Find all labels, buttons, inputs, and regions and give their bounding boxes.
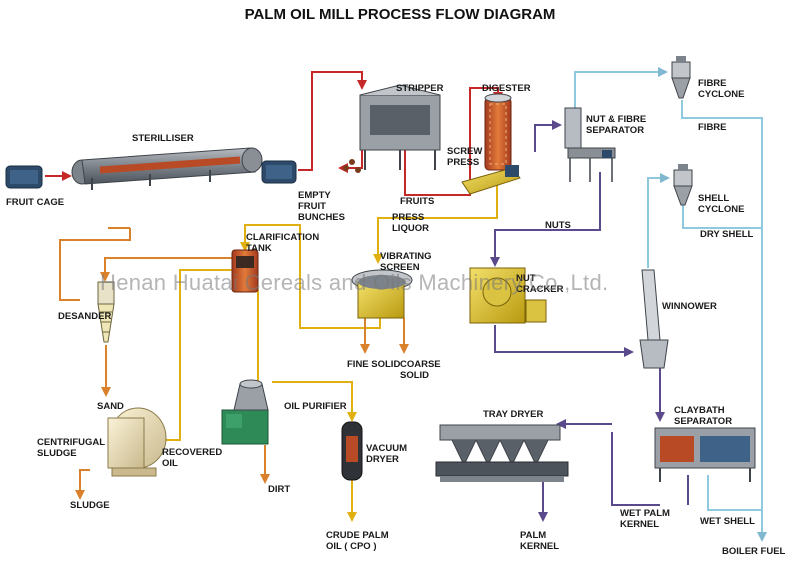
- label-fine-solid: FINE SOLID: [347, 359, 401, 370]
- label-sand: SAND: [97, 401, 124, 412]
- line-cracker-to-winnower: [494, 325, 634, 357]
- label-screw-press: SCREW PRESS: [447, 146, 483, 168]
- label-palm-kernel: PALM KERNEL: [520, 530, 560, 552]
- label-crude-palm-oil: CRUDE PALM OIL ( CPO ): [326, 530, 389, 552]
- shell-cyclone-icon: [673, 164, 693, 206]
- cage-at-sterilliser-exit-icon: [261, 160, 297, 184]
- line-screen-to-clarifier: [240, 224, 381, 329]
- line-clarifier-to-purifier: [252, 290, 262, 394]
- line-winnower-to-shell-cyclone: [647, 173, 670, 268]
- line-sterilliser-to-stripper: [298, 71, 367, 171]
- label-winnower: WINNOWER: [662, 301, 717, 312]
- line-nuts-down: [490, 172, 601, 267]
- digester-icon: [484, 93, 512, 171]
- nut-cracker-icon: [469, 267, 547, 324]
- winnower-icon: [639, 269, 669, 369]
- label-nuts: NUTS: [545, 220, 571, 231]
- line-claybath-to-tray: [611, 432, 660, 506]
- label-press-liquor: PRESS LIQUOR: [392, 212, 429, 234]
- sterilliser-icon: [71, 147, 263, 190]
- label-fruits: FRUITS: [400, 196, 435, 207]
- line-loop-left: [59, 228, 131, 301]
- fibre-cyclone-icon: [671, 56, 691, 99]
- line-fibre-to-boiler: [681, 100, 767, 542]
- vibrating-screen-icon: [351, 269, 413, 319]
- label-fruit-cage: FRUIT CAGE: [6, 197, 65, 208]
- page-title: PALM OIL MILL PROCESS FLOW DIAGRAM: [244, 6, 556, 23]
- label-sterilliser: STERILLISER: [132, 133, 194, 144]
- line-purifier-to-vacuum: [272, 381, 357, 422]
- stripper-icon: [343, 84, 441, 173]
- label-clarification-tank: CLARIFICATION TANK: [246, 232, 320, 254]
- clarification-tank-icon: [231, 249, 259, 293]
- label-recovered-oil: RECOVERED OIL: [162, 447, 223, 469]
- tray-dryer-icon: [435, 424, 569, 482]
- claybath-separator-icon: [654, 427, 756, 482]
- label-nut-cracker: NUT CRACKER: [516, 273, 564, 295]
- label-coarse-solid: COARSE SOLID: [400, 359, 441, 381]
- label-wet-shell: WET SHELL: [700, 516, 755, 527]
- label-sludge: SLUDGE: [70, 500, 110, 511]
- label-fibre-cyclone: FIBRE CYCLONE: [698, 78, 745, 100]
- line-centrifuge-to-sludge: [75, 469, 90, 500]
- desander-icon: [97, 281, 115, 343]
- label-wet-palm-kernel: WET PALM KERNEL: [620, 508, 670, 530]
- label-dry-shell: DRY SHELL: [700, 229, 754, 240]
- line-shell-to-dryshell: [682, 205, 700, 229]
- line-press-liquor: [373, 180, 498, 264]
- label-centrifugal-sludge: CENTRIFUGAL SLUDGE: [37, 437, 105, 459]
- label-fibre: FIBRE: [698, 122, 727, 133]
- centrifugal-sludge-icon: [107, 407, 167, 477]
- flow-lines: [45, 67, 767, 542]
- label-vacuum-dryer: VACUUM DRYER: [366, 443, 407, 465]
- label-nut-fibre-separator: NUT & FIBRE SEPARATOR: [586, 114, 647, 136]
- line-fruits-to-digester: [404, 87, 503, 196]
- screw-press-icon: [461, 165, 521, 195]
- fruit-cage-icon: [5, 165, 43, 189]
- line-separator-to-nuts: [534, 120, 562, 152]
- label-dirt: DIRT: [268, 484, 291, 495]
- label-vibrating-screen: VIBRATING SCREEN: [380, 251, 432, 273]
- label-claybath-separator: CLAYBATH SEPARATOR: [674, 405, 733, 427]
- label-digester: DIGESTER: [482, 83, 531, 94]
- label-desander: DESANDER: [58, 311, 112, 322]
- line-claybath-to-wetshell: [707, 475, 762, 511]
- watermark-text: Henan Huatai Cereals and Oils Machinery …: [100, 270, 609, 295]
- label-tray-dryer: TRAY DRYER: [483, 409, 544, 420]
- label-shell-cyclone: SHELL CYCLONE: [698, 193, 745, 215]
- line-clarifier-to-desander: [100, 257, 232, 282]
- nut-fibre-separator-icon: [564, 107, 616, 182]
- oil-purifier-icon: [221, 379, 269, 445]
- label-oil-purifier: OIL PURIFIER: [284, 401, 347, 412]
- line-stripper-to-efb: [338, 150, 363, 173]
- vacuum-dryer-icon: [341, 421, 363, 481]
- label-stripper: STRIPPER: [396, 83, 444, 94]
- label-boiler-fuel: BOILER FUEL: [722, 546, 786, 557]
- label-empty-fruit-bunches: EMPTY FRUIT BUNCHES: [298, 190, 345, 223]
- line-separator-to-fibre-cyclone: [574, 67, 668, 112]
